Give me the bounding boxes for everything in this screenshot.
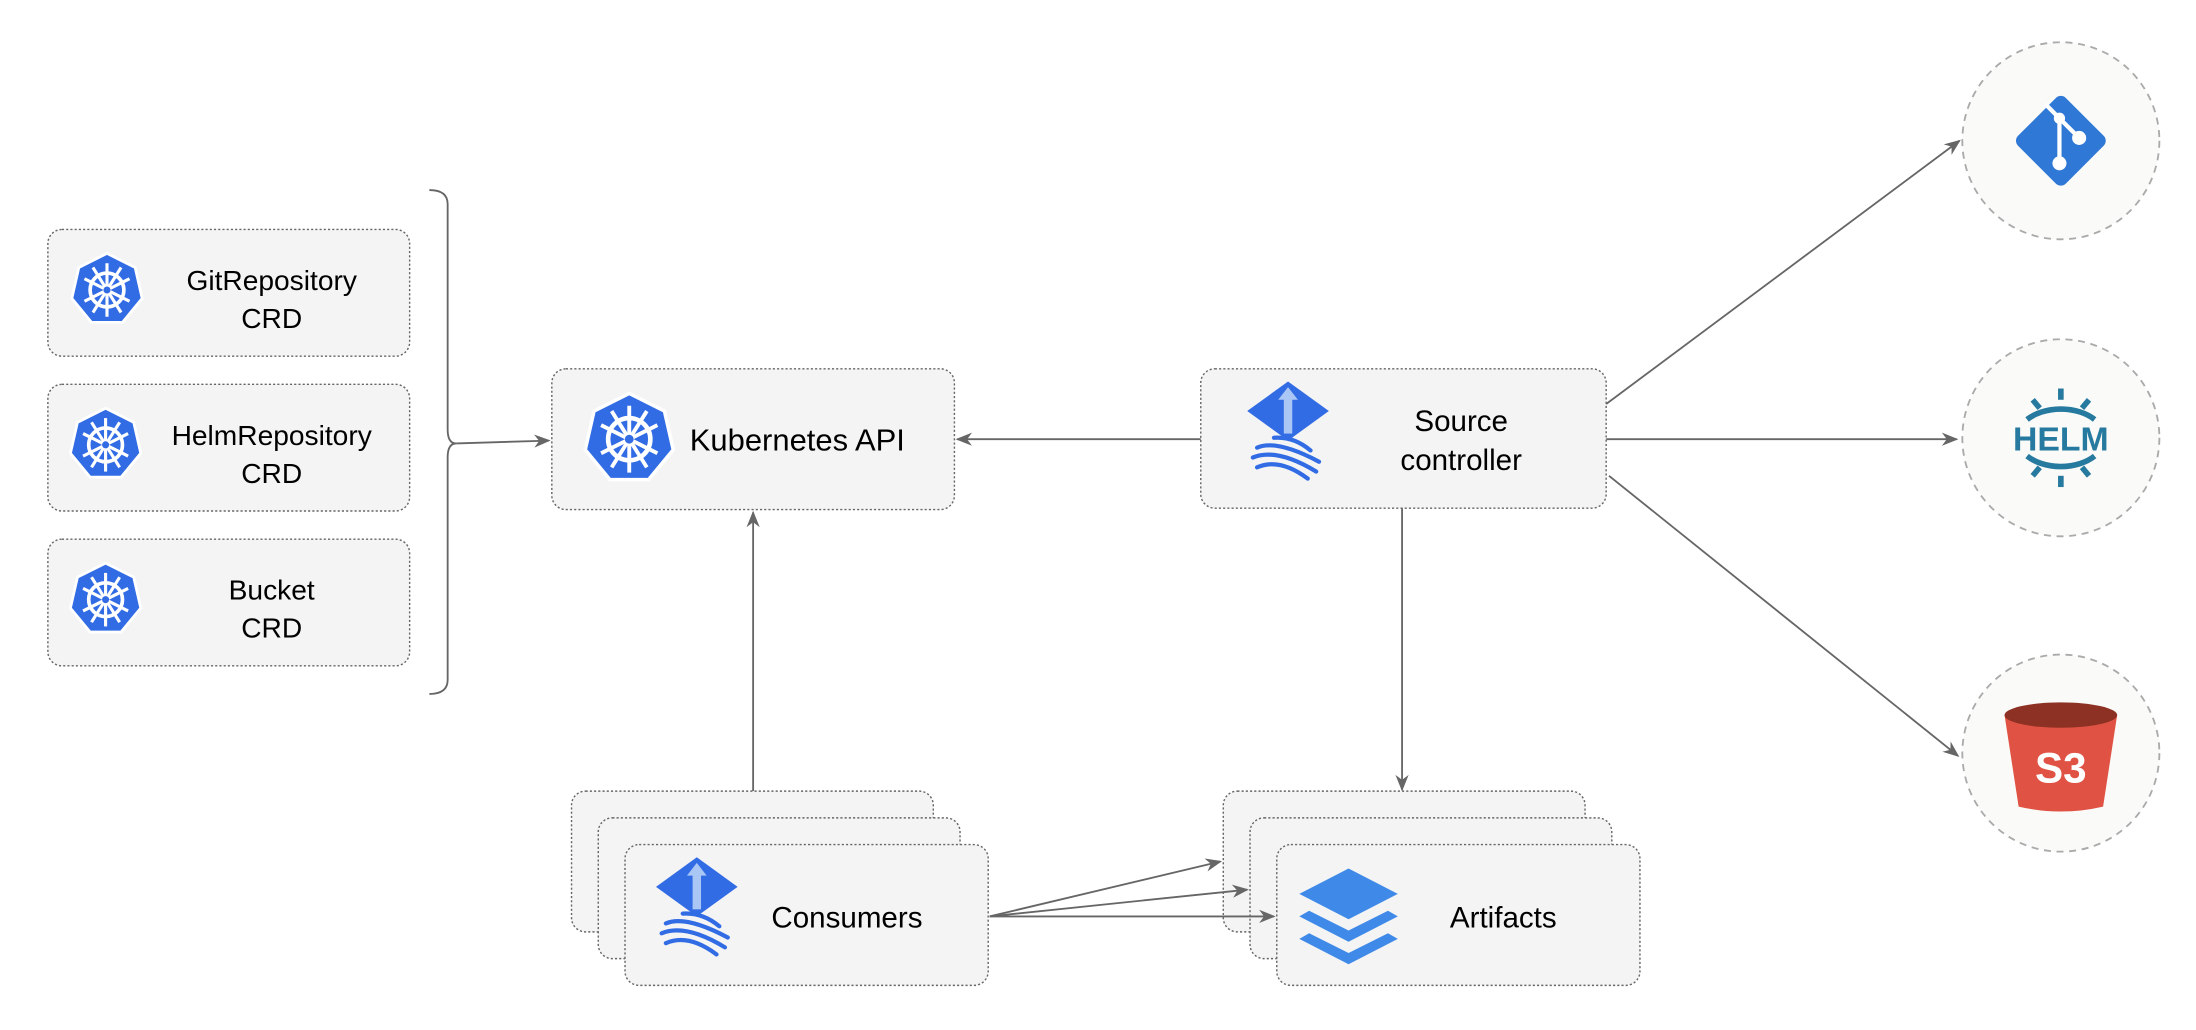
crd-label: CRD [241, 303, 302, 334]
layers-icon [1299, 868, 1398, 965]
bucket-crd-node: Bucket CRD [47, 538, 411, 667]
controller-to-git-arrow [1605, 139, 1961, 405]
s3-bucket-icon: S3 [2004, 702, 2118, 812]
crd-label: CRD [241, 458, 302, 489]
crd-group-bracket [429, 189, 457, 695]
crd-label: CRD [241, 613, 302, 644]
s3-label: S3 [2035, 745, 2087, 792]
source-label: Source [1414, 405, 1508, 438]
s3-source-node: S3 [1961, 653, 2161, 853]
helm-label: HELM [2013, 420, 2109, 458]
git-source-node [1961, 41, 2161, 241]
controller-label: controller [1400, 444, 1522, 477]
git-icon [2015, 95, 2106, 186]
source-controller-node: Source controller [1200, 368, 1607, 509]
consumers-to-artifact-arrow [989, 858, 1223, 918]
helm-repository-crd-node: HelmRepository CRD [47, 383, 411, 512]
controller-to-s3-arrow [1608, 475, 1960, 757]
crds-to-api-arrow [456, 434, 551, 448]
artifacts-label: Artifacts [1450, 902, 1557, 935]
helm-source-node: HELM [1961, 338, 2161, 538]
kubernetes-api-node: Kubernetes API [551, 368, 956, 511]
consumers-node: Consumers [570, 790, 989, 987]
git-repository-label: GitRepository [186, 265, 357, 296]
consumers-to-artifact-arrow [989, 884, 1249, 918]
bucket-label: Bucket [229, 575, 315, 606]
consumers-label: Consumers [771, 902, 922, 935]
artifacts-node: Artifacts [1222, 790, 1641, 987]
helm-repository-label: HelmRepository [172, 420, 373, 451]
git-repository-crd-node: GitRepository CRD [47, 228, 411, 357]
helm-icon: HELM [2013, 388, 2109, 488]
kubernetes-api-label: Kubernetes API [690, 422, 905, 457]
